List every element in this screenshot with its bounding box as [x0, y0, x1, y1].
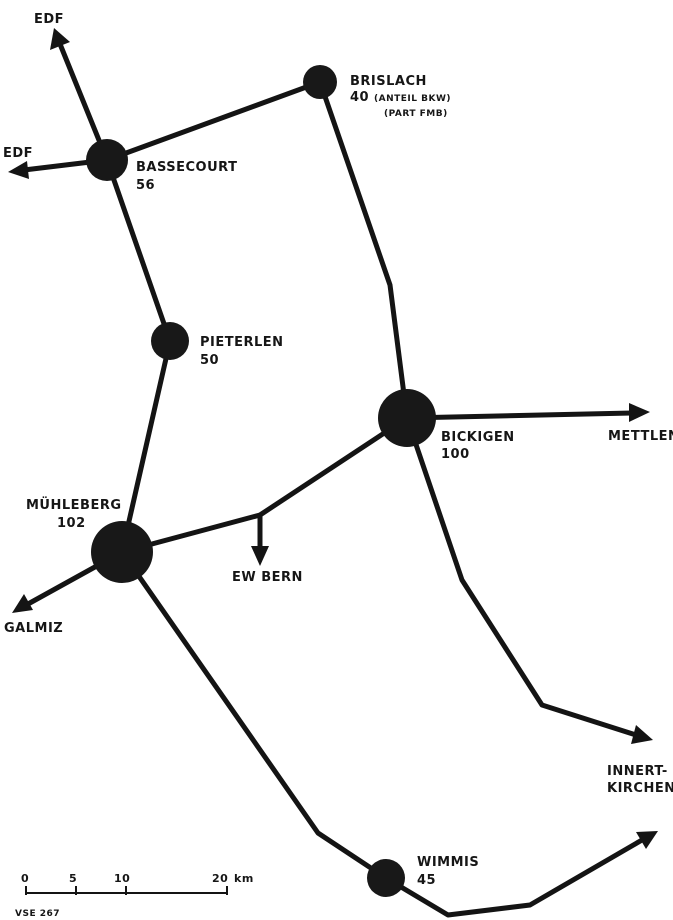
substation-bassecourt [86, 139, 128, 181]
reference-code: VSE 267 [15, 909, 60, 919]
substation-labels: BRISLACH 40 (ANTEIL BKW) (PART FMB) BASS… [26, 74, 515, 888]
line-bickigen-mettlen [404, 410, 635, 421]
arrow-mettlen [629, 403, 650, 422]
arrow-edf-north [50, 28, 70, 50]
bassecourt-name: BASSECOURT [136, 160, 237, 175]
arrow-galmiz [12, 594, 33, 613]
mettlen-label: METTLEN [608, 429, 673, 444]
bassecourt-value: 56 [136, 178, 155, 193]
scale-tick-label-20: 20 [212, 872, 228, 885]
muehleberg-name: MÜHLEBERG [26, 497, 122, 513]
line-brislach-bickigen [317, 79, 410, 421]
edf-west-label: EDF [3, 146, 33, 161]
brislach-note-1: (ANTEIL BKW) [374, 94, 451, 104]
edf-north-label: EDF [34, 12, 64, 27]
scale-tick-label-10: 10 [114, 872, 130, 885]
brislach-value: 40 [350, 90, 369, 105]
brislach-name: BRISLACH [350, 74, 427, 89]
arrow-wimmis-onward [636, 831, 658, 849]
scale-bar: 0 5 10 20 km [21, 872, 254, 895]
line-bassecourt-pieterlen [104, 157, 173, 344]
arrow-ew-bern [251, 546, 269, 566]
substations [86, 65, 436, 897]
line-pieterlen-muehleberg [119, 338, 173, 555]
muehleberg-value: 102 [57, 516, 86, 531]
ew-bern-label: EW BERN [232, 570, 303, 585]
substation-brislach [303, 65, 337, 99]
destination-labels: EDF EDF METTLEN EW BERN GALMIZ INNERT- K… [3, 12, 673, 796]
transmission-lines [8, 28, 658, 918]
substation-bickigen [378, 389, 436, 447]
line-bickigen-innertkirchen [404, 415, 639, 738]
galmiz-label: GALMIZ [4, 621, 63, 636]
line-wimmis-onward [383, 837, 645, 918]
bickigen-value: 100 [441, 447, 470, 462]
pieterlen-value: 50 [200, 353, 219, 368]
line-bassecourt-brislach [104, 79, 323, 163]
arrow-edf-west [8, 161, 29, 179]
innertkirchen-label-line-1: INNERT- [607, 764, 668, 779]
innertkirchen-label-line-2: KIRCHEN [607, 781, 673, 796]
bickigen-name: BICKIGEN [441, 430, 515, 445]
substation-pieterlen [151, 322, 189, 360]
scale-tick-label-0: 0 [21, 872, 29, 885]
scale-tick-label-5: 5 [69, 872, 77, 885]
line-muehleberg-bickigen [119, 415, 410, 555]
wimmis-value: 45 [417, 873, 436, 888]
pieterlen-name: PIETERLEN [200, 335, 284, 350]
line-muehleberg-wimmis [119, 549, 389, 881]
brislach-note-2: (PART FMB) [384, 109, 448, 119]
wimmis-name: WIMMIS [417, 855, 479, 870]
substation-muehleberg [91, 521, 153, 583]
scale-unit: km [234, 872, 254, 885]
arrow-innertkirchen [631, 725, 653, 744]
substation-wimmis [367, 859, 405, 897]
